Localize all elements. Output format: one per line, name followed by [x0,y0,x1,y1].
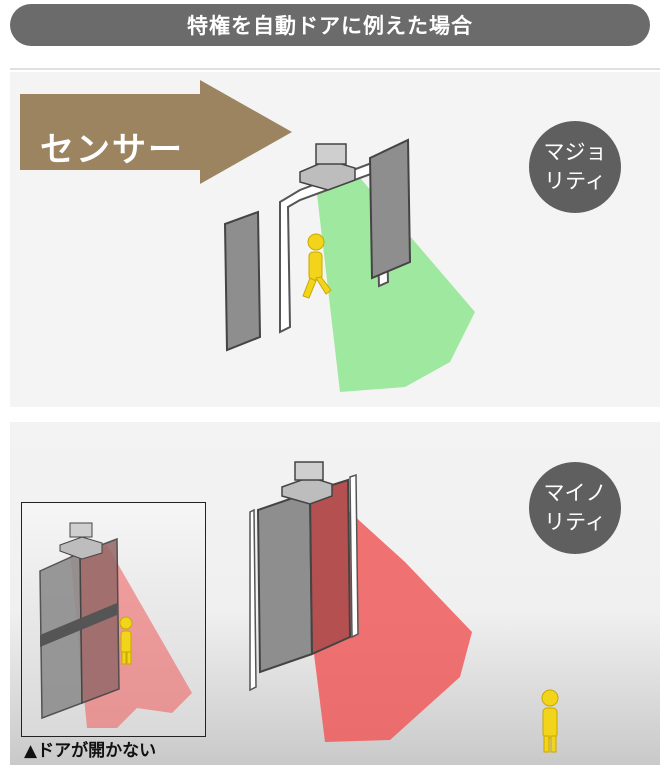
divider [10,68,660,70]
majority-illustration [20,80,475,392]
sensor-box [294,461,324,481]
minority-panel: ▲ドアが開かない マイノ リティ [10,422,660,765]
badge-line-2: リティ [544,169,606,193]
inset-door-not-opening [21,502,206,737]
left-door [256,490,314,674]
title-banner: 特権を自動ドアに例えた場合 [10,4,650,46]
badge-line-1: マイノ [543,481,607,505]
inset-sensor-box [69,522,93,538]
inset-illustration [39,522,192,728]
sensor-arrow [20,80,292,184]
title: 特権を自動ドアに例えた場合 [187,14,473,38]
sensor-label: センサー [40,130,184,170]
inset-crossbar [40,603,117,647]
minority-badge: マイノ リティ [529,462,621,554]
door-frame-right [349,473,359,639]
left-door [223,210,262,352]
sensor-box [315,143,347,165]
green-sensor-beam [315,172,475,392]
door-not-open-caption: ▲ドアが開かない [24,741,157,761]
right-door [308,478,352,656]
majority-panel: センサー マジョ リティ [10,72,660,407]
person-standing [541,689,559,753]
minority-illustration [249,461,559,753]
majority-badge: マジョ リティ [529,121,621,213]
door-frame [249,508,257,692]
inset-person [119,616,133,665]
right-door [368,138,412,280]
badge-line-1: マジョ [543,140,607,164]
person-walking [302,233,332,299]
badge-line-2: リティ [544,510,606,534]
